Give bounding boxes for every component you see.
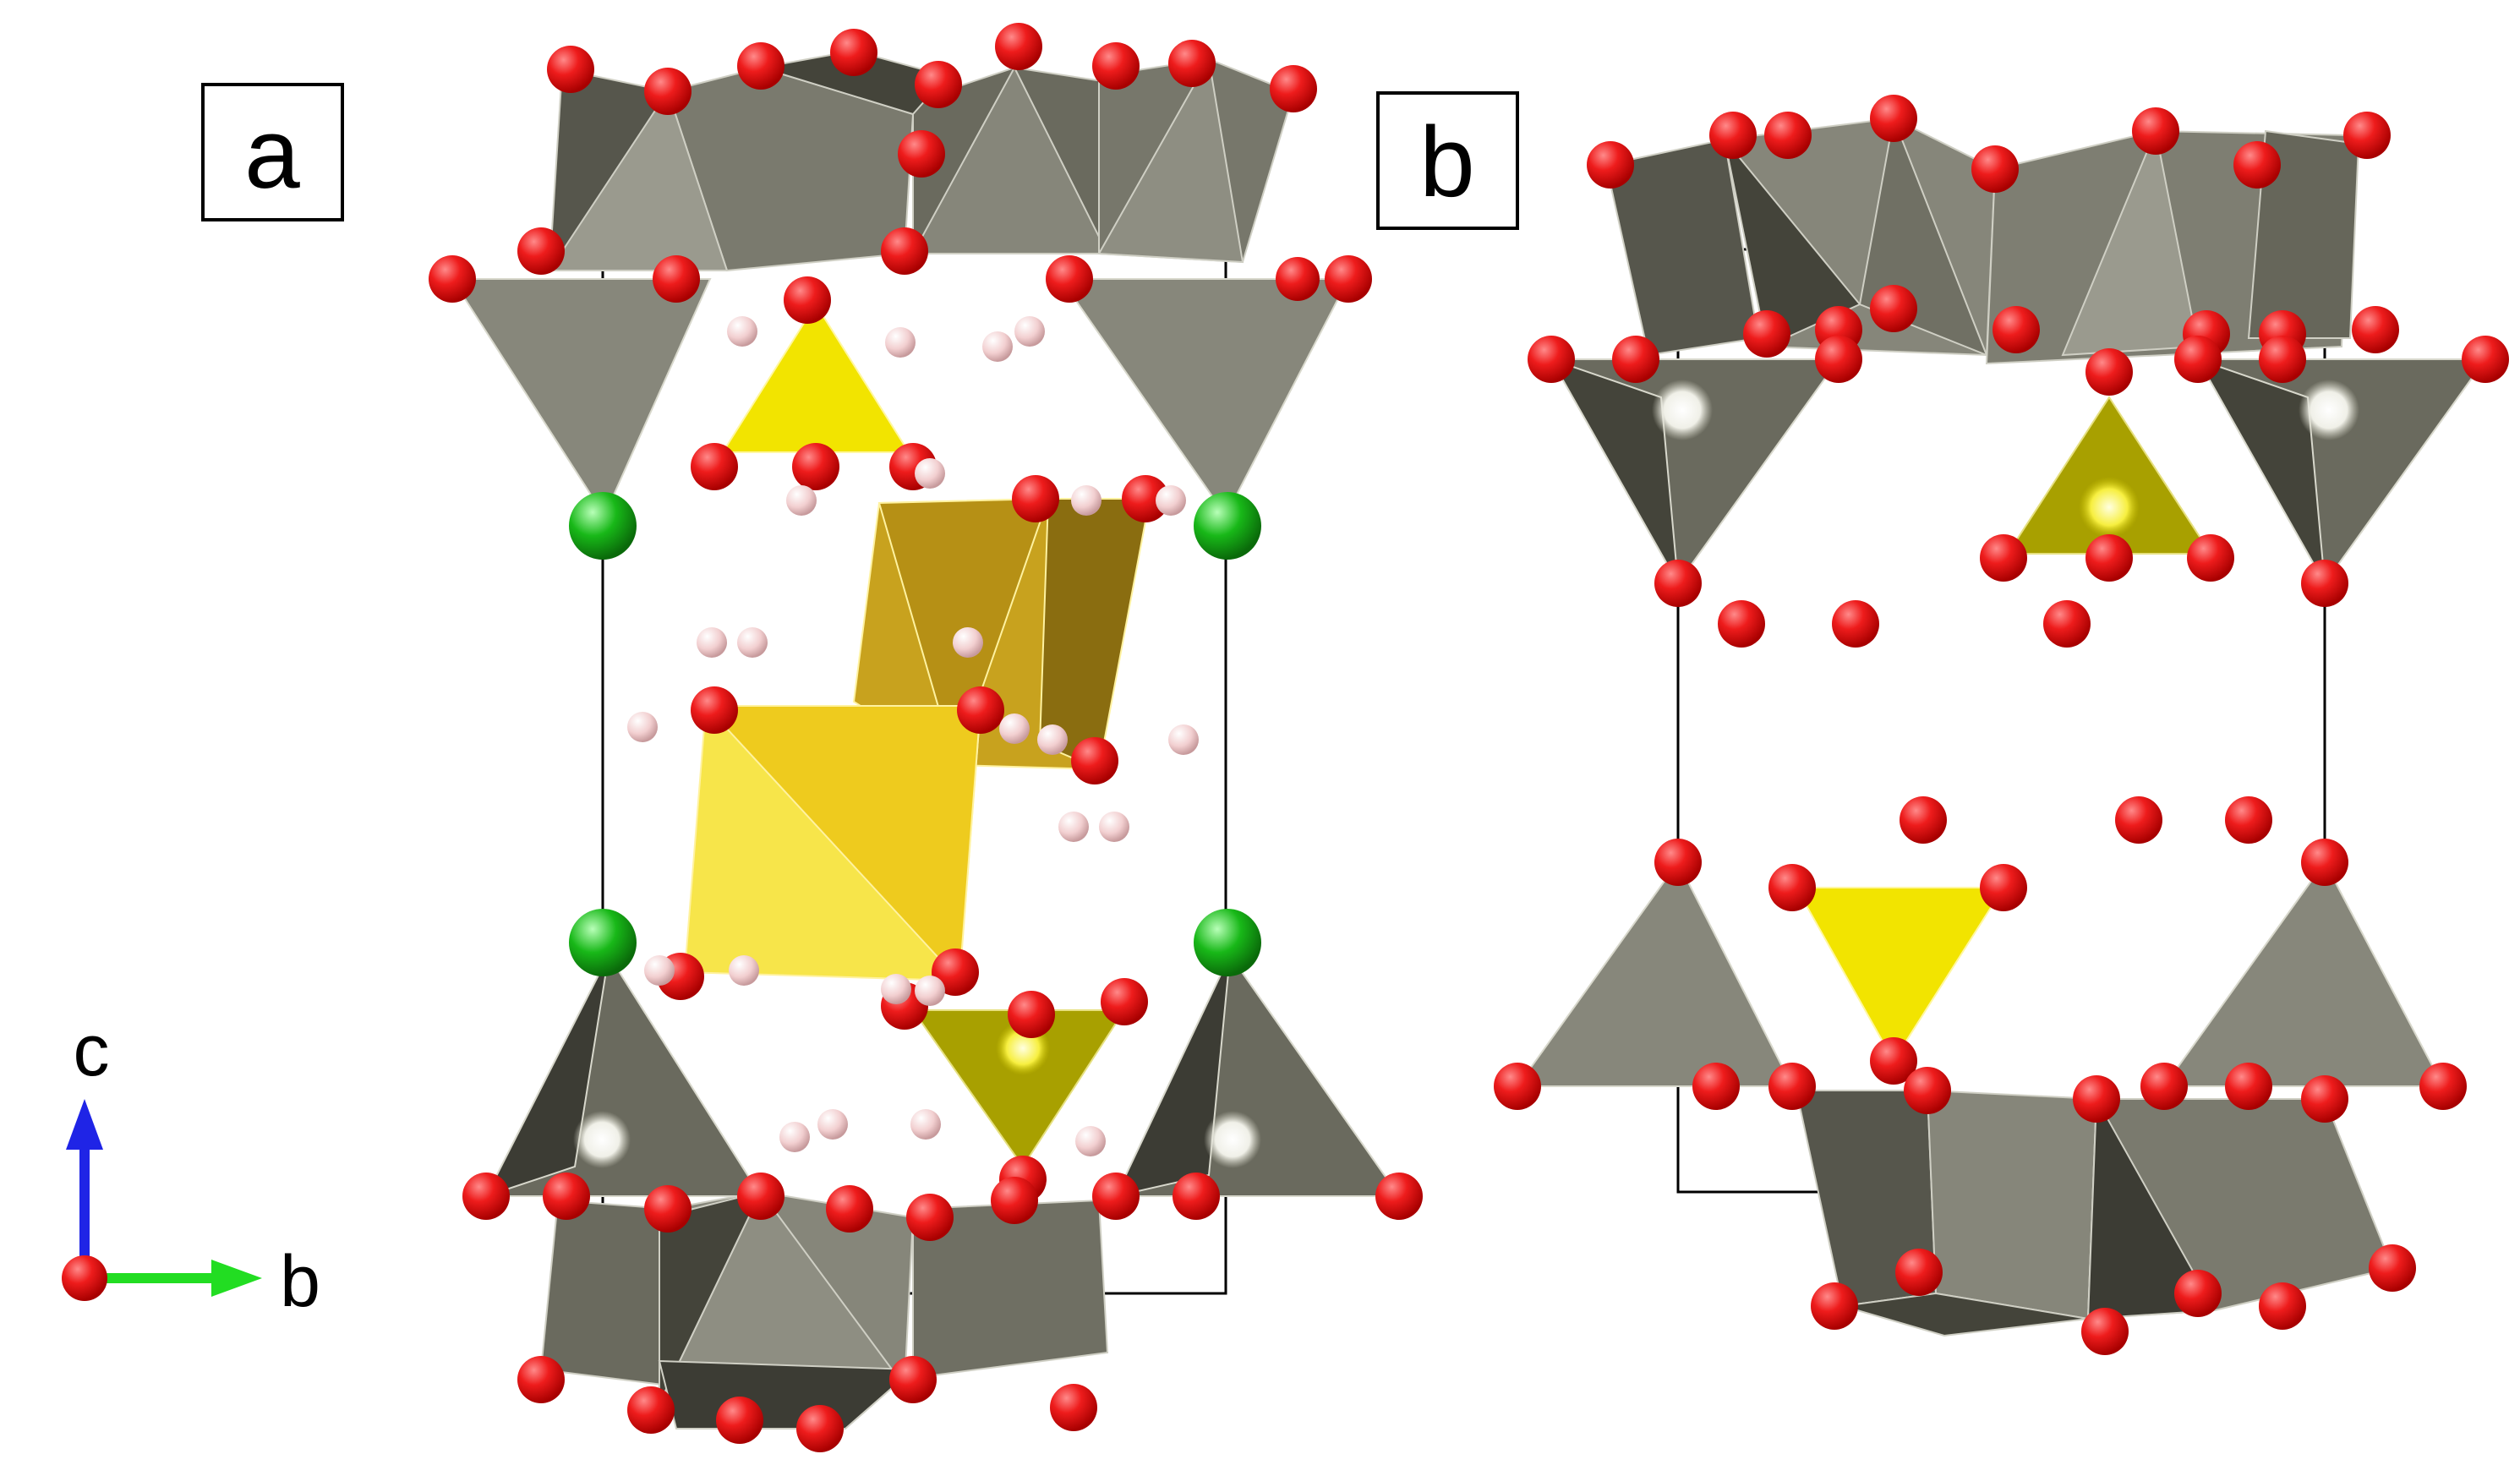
c-axis-arrowhead <box>66 1099 103 1150</box>
gray-polyhedra-layer-bottom-b <box>1795 1089 2394 1337</box>
b-axis-label: b <box>280 1241 320 1322</box>
panel-label-a: a <box>244 98 300 210</box>
glow-atom <box>1652 380 1713 440</box>
glow-atom <box>1204 1111 1261 1168</box>
gray-tetrahedra-upper <box>451 278 1350 518</box>
panel-label-box-a <box>201 83 344 221</box>
gray-polyhedra-layer-top-b <box>1604 115 2360 365</box>
axis-indicator: c b <box>62 1010 320 1322</box>
c-axis-label: c <box>74 1010 110 1091</box>
oxygen-atoms-a <box>429 23 1423 1452</box>
panel-a: a <box>201 23 1423 1452</box>
panel-b: b <box>1376 91 2509 1355</box>
gray-polyhedra-layer-top <box>548 49 1295 272</box>
panel-label-box-b <box>1376 91 1519 230</box>
glow-atom <box>573 1111 631 1168</box>
gray-tetrahedra-lower-b <box>1516 861 2445 1087</box>
b-axis-arrowhead <box>211 1260 262 1297</box>
gold-polyhedra-center <box>683 497 1151 983</box>
glow-atom <box>2079 477 2140 538</box>
axis-origin <box>62 1255 107 1301</box>
yellow-tetrahedron-lower-b <box>1795 887 2005 1063</box>
glow-atom <box>2299 380 2359 440</box>
green-atoms-a <box>569 492 1261 976</box>
panel-label-b: b <box>1419 107 1475 218</box>
gray-tetrahedra-upper-b <box>1549 358 2487 585</box>
oxygen-atoms-b <box>1494 95 2509 1355</box>
gray-polyhedra-layer-bottom <box>539 1190 1109 1429</box>
hydrogen-atoms-a <box>627 316 1199 1156</box>
